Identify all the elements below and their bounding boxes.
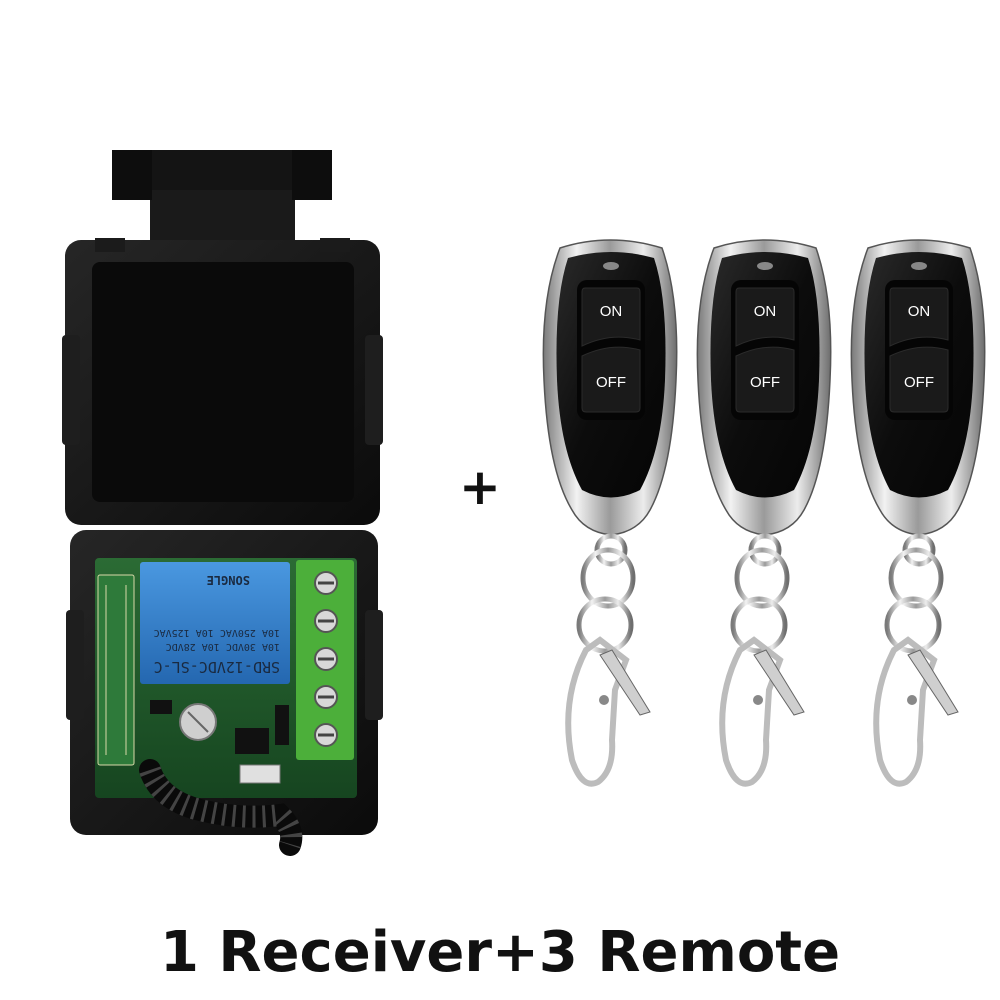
off-button-label: OFF <box>750 374 780 391</box>
receiver-lid <box>62 238 383 525</box>
off-button[interactable] <box>581 346 641 413</box>
terminal-block <box>296 560 354 760</box>
lobster-clasp <box>565 636 651 787</box>
off-button[interactable] <box>735 346 795 413</box>
product-caption: 1 Receiver+3 Remote <box>159 920 841 985</box>
remote-control-2: ON OFF <box>696 239 832 787</box>
on-button-label: ON <box>754 303 777 320</box>
on-button-label: ON <box>600 303 623 320</box>
keychain-rings <box>884 533 944 654</box>
remote-control-3: ON OFF <box>850 239 986 787</box>
lobster-clasp <box>719 636 805 787</box>
lobster-clasp <box>873 636 959 787</box>
off-button-label: OFF <box>904 374 934 391</box>
on-button[interactable] <box>581 287 641 347</box>
led-indicator <box>603 262 619 270</box>
relay-brand-text: SONGLE <box>207 573 250 587</box>
lid-hinge-tab <box>112 150 332 250</box>
antenna-coil <box>139 759 303 856</box>
on-button-label: ON <box>908 303 931 320</box>
off-button-label: OFF <box>596 374 626 391</box>
led-indicator <box>911 262 927 270</box>
on-button[interactable] <box>735 287 795 347</box>
keychain-rings <box>576 533 636 654</box>
keychain-rings <box>730 533 790 654</box>
plus-sign: + <box>459 458 501 516</box>
receiver-unit: SRD-12VDC-SL-C 10A 30VDC 10A 28VDC 10A 2… <box>62 150 383 856</box>
off-button[interactable] <box>889 346 949 413</box>
relay-model-text: SRD-12VDC-SL-C <box>154 658 280 676</box>
relay-rating-2: 10A 250VAC 10A 125VAC <box>154 627 280 638</box>
relay-rating-1: 10A 30VDC 10A 28VDC <box>166 641 280 652</box>
led-indicator <box>757 262 773 270</box>
remote-control-1: ON OFF <box>542 239 678 787</box>
on-button[interactable] <box>889 287 949 347</box>
relay: SRD-12VDC-SL-C 10A 30VDC 10A 28VDC 10A 2… <box>140 562 290 684</box>
